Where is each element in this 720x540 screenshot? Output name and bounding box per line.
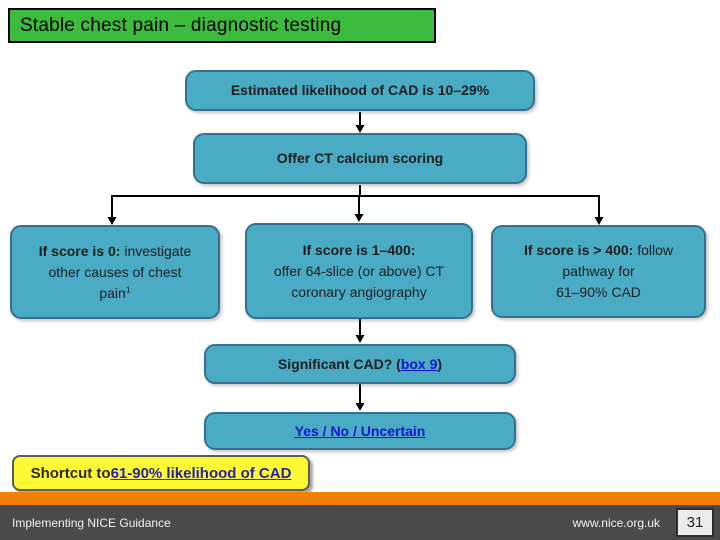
yes-no-uncertain-link[interactable]: Yes / No / Uncertain <box>294 422 426 439</box>
score-zero-line1: If score is 0: investigate <box>39 241 192 262</box>
score-mid-bold: If score is 1–400: <box>302 241 416 258</box>
score-high-line3: 61–90% CAD <box>556 284 641 300</box>
footer-bar: Implementing NICE Guidance www.nice.org.… <box>0 505 720 540</box>
score-mid-line3: coronary angiography <box>291 283 427 300</box>
score-mid-line2: offer 64-slice (or above) CT <box>273 262 445 279</box>
box9-link[interactable]: box 9 <box>400 355 438 372</box>
arrowhead-right <box>594 217 604 225</box>
node-estimated-likelihood-text: Estimated likelihood of CAD is 10–29% <box>230 82 490 98</box>
significant-suffix: ) <box>437 355 443 372</box>
orange-accent-bar <box>0 492 720 505</box>
score-high-rest: follow <box>633 242 674 258</box>
shortcut-box: Shortcut to 61-90% likelihood of CAD <box>12 455 310 491</box>
shortcut-link[interactable]: 61-90% likelihood of CAD <box>110 464 292 482</box>
node-score-mid: If score is 1–400: offer 64-slice (or ab… <box>245 223 473 319</box>
significant-cad-text: Significant CAD? (box 9) <box>278 354 442 375</box>
arrowhead-step2 <box>355 125 365 133</box>
footer-program-name: Implementing NICE Guidance <box>12 515 171 530</box>
score-high-bold: If score is > 400: <box>523 242 634 258</box>
arrowhead-left <box>107 217 117 225</box>
node-outcome: Yes / No / Uncertain <box>204 412 516 450</box>
footnote-superscript: 1 <box>125 283 131 294</box>
arrowhead-middle <box>354 214 364 222</box>
page-number-badge: 31 <box>676 508 714 537</box>
slide-title: Stable chest pain – diagnostic testing <box>8 8 436 43</box>
score-zero-line3: pain1 <box>99 283 130 304</box>
footer-website: www.nice.org.uk <box>572 515 660 530</box>
node-score-zero: If score is 0: investigate other causes … <box>10 225 220 319</box>
node-offer-ct-calcium-scoring: Offer CT calcium scoring <box>193 133 527 184</box>
score-zero-line3-base: pain <box>99 284 126 301</box>
arrowhead-significant <box>355 335 365 343</box>
score-high-line2: pathway for <box>562 263 635 279</box>
score-zero-rest: investigate <box>120 242 192 259</box>
outcome-text: Yes / No / Uncertain <box>295 421 426 442</box>
arrowhead-outcome <box>355 403 365 411</box>
node-offer-ct-text: Offer CT calcium scoring <box>276 150 444 166</box>
node-significant-cad: Significant CAD? (box 9) <box>204 344 516 384</box>
score-zero-line2: other causes of chest <box>48 263 182 280</box>
shortcut-prefix: Shortcut to <box>30 464 111 482</box>
node-score-high: If score is > 400: follow pathway for 61… <box>491 225 706 318</box>
node-estimated-likelihood: Estimated likelihood of CAD is 10–29% <box>185 70 535 111</box>
score-mid-line1: If score is 1–400: <box>303 240 416 261</box>
page-number: 31 <box>686 514 704 531</box>
score-high-line1: If score is > 400: follow <box>524 240 673 261</box>
significant-prefix: Significant CAD? ( <box>277 355 401 372</box>
score-zero-bold: If score is 0: <box>38 242 121 259</box>
